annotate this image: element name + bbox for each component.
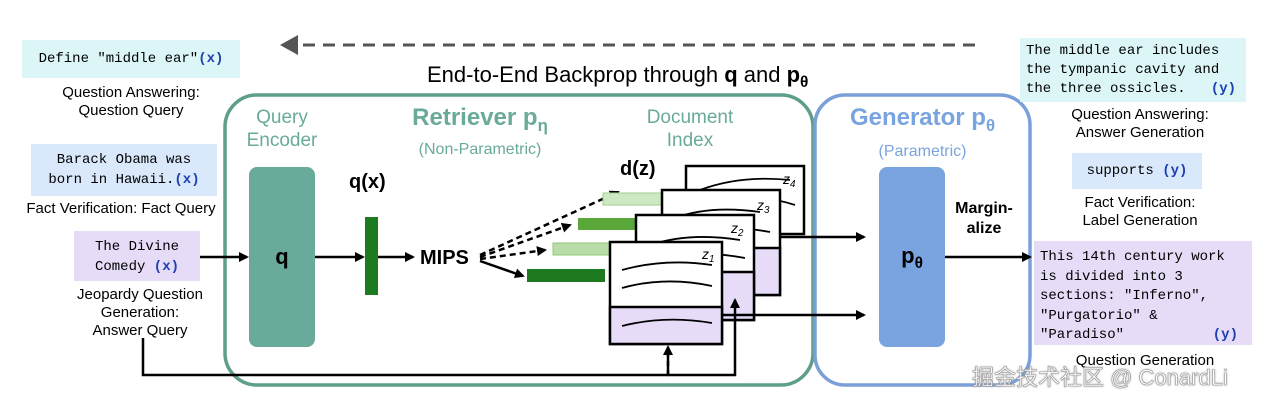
qa-answer-box: The middle ear includes the tympanic cav… [1020, 38, 1246, 102]
fact-query-caption: Fact Verification: Fact Query [26, 200, 216, 217]
dz-label: d(z) [620, 158, 656, 180]
doc-label-3: z3 [757, 197, 770, 217]
backprop-arrowhead [280, 35, 298, 55]
qa-query-box: Define "middle ear"(x) [22, 40, 240, 78]
query-encoder-block [249, 167, 315, 347]
generator-title: Generator pθ [849, 104, 996, 135]
qx-label: q(x) [349, 171, 386, 193]
fact-label-caption: Fact Verification: Label Generation [1082, 194, 1198, 229]
query-encoder-label: Query Encoder [246, 107, 318, 151]
qa-query-caption: Question Answering: Question Query [62, 84, 200, 119]
question-generation-caption: Question Generation [1075, 352, 1215, 369]
generator-subtitle: (Parametric) [878, 143, 967, 160]
generator-block [879, 167, 945, 347]
document-index-label: Document Index [646, 107, 734, 151]
question-generation-box: This 14th century work is divided into 3… [1034, 241, 1252, 345]
fact-query-box: Barack Obama was born in Hawaii.(x) [31, 144, 217, 196]
jeopardy-query-box: The Divine Comedy (x) [74, 231, 200, 281]
document-1 [608, 240, 724, 346]
marginalize-label: Margin- alize [955, 200, 1013, 237]
generator-box [813, 93, 1032, 387]
generator-block-label: pθ [901, 243, 923, 273]
backprop-title: End-to-End Backprop through q and pθ [427, 62, 809, 92]
qa-answer-caption: Question Answering: Answer Generation [1071, 106, 1209, 141]
q-block-label: q [275, 244, 289, 269]
fact-label-box: supports (y) [1072, 153, 1202, 189]
jeopardy-query-caption: Jeopardy Question Generation: Answer Que… [77, 286, 203, 339]
retriever-title: Retriever pη [412, 104, 548, 135]
doc-label-4: z4 [783, 171, 796, 191]
retriever-box [223, 93, 815, 387]
doc-label-2: z2 [731, 220, 744, 240]
mips-label: MIPS [420, 247, 469, 269]
retriever-subtitle: (Non-Parametric) [418, 141, 542, 158]
watermark: 掘金技术社区 @ ConardLi [972, 365, 1228, 391]
doc-label-1: z1 [702, 246, 715, 266]
qx-vector [365, 217, 378, 295]
